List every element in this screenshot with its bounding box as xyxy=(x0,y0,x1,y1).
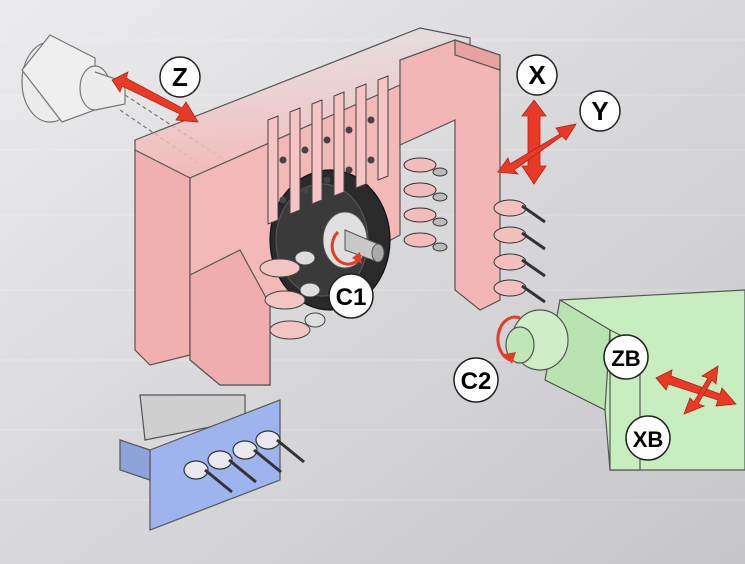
svg-text:X: X xyxy=(528,60,546,90)
axis-label-y: Y xyxy=(580,91,620,131)
axis-label-x: X xyxy=(517,55,557,95)
svg-text:C2: C2 xyxy=(461,368,492,395)
svg-text:Y: Y xyxy=(591,96,608,126)
axis-label-xb: XB xyxy=(626,416,670,460)
turret-left-column xyxy=(135,150,190,365)
axis-label-c2: C2 xyxy=(454,358,498,402)
axis-label-z: Z xyxy=(160,57,200,97)
svg-text:C1: C1 xyxy=(336,284,367,311)
svg-text:ZB: ZB xyxy=(611,346,640,371)
svg-text:XB: XB xyxy=(633,427,664,452)
svg-text:Z: Z xyxy=(172,62,188,92)
axis-label-c1: C1 xyxy=(329,274,373,318)
axis-label-zb: ZB xyxy=(604,335,648,379)
